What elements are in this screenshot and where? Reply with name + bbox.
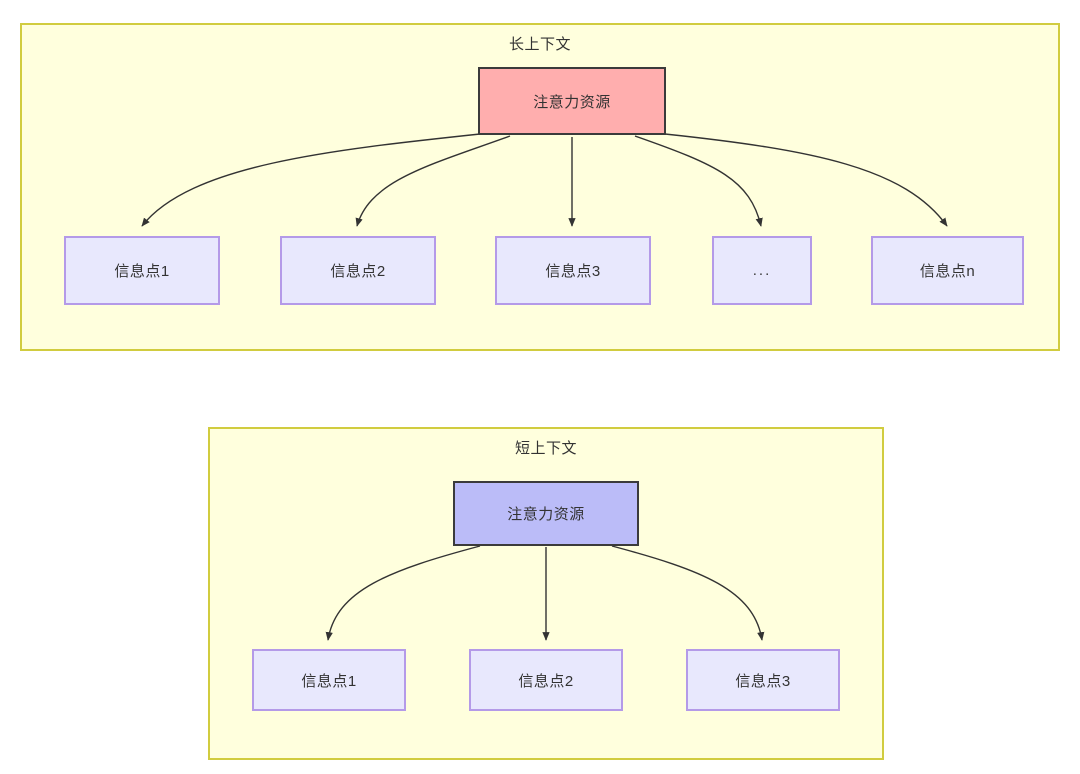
node-short-info-3[interactable]: 信息点3 <box>686 649 840 711</box>
node-long-info-3[interactable]: 信息点3 <box>495 236 651 305</box>
node-long-info-2[interactable]: 信息点2 <box>280 236 436 305</box>
node-long-attention-resource[interactable]: 注意力资源 <box>478 67 666 135</box>
node-long-info-n[interactable]: 信息点n <box>871 236 1024 305</box>
node-short-info-1[interactable]: 信息点1 <box>252 649 406 711</box>
panel-long-context-title: 长上下文 <box>508 36 571 53</box>
node-long-info-1[interactable]: 信息点1 <box>64 236 220 305</box>
node-long-info-ellipsis[interactable]: ... <box>712 236 812 305</box>
node-short-attention-resource[interactable]: 注意力资源 <box>453 481 639 546</box>
node-short-info-2[interactable]: 信息点2 <box>469 649 623 711</box>
panel-short-context-title: 短上下文 <box>514 440 577 457</box>
